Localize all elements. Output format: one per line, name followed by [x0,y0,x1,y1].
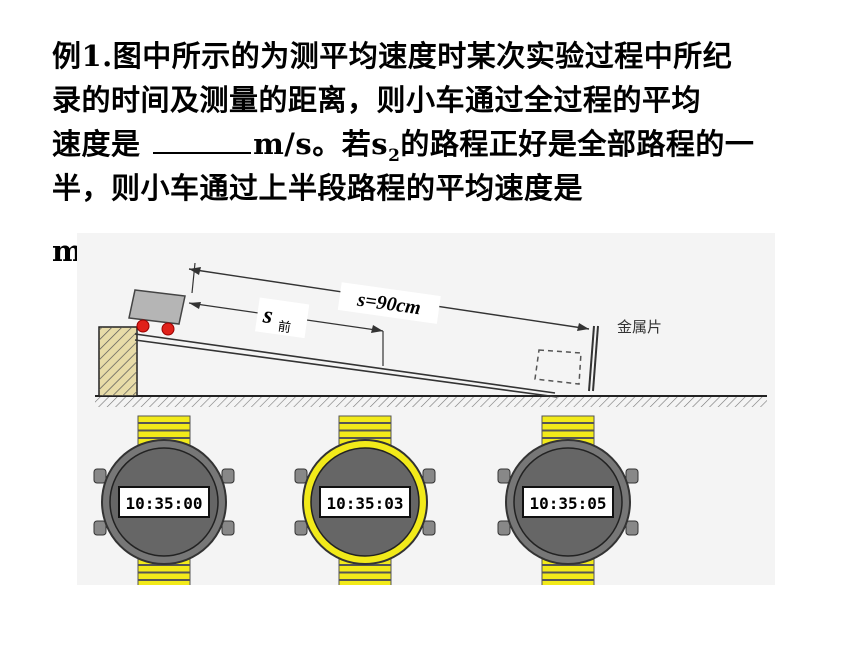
subscript: 2 [388,145,401,166]
watch-strap-segment [137,415,191,423]
watch-strap-segment [338,415,392,423]
cart [128,289,186,336]
watch-strap-segment [541,415,595,423]
text-segment: 的路程正好是全部路程的一 [400,127,755,161]
s-front-subscript: 前 [277,318,292,336]
watch-button [93,520,107,536]
stopwatch: 10:35:03 [294,415,436,585]
stopwatch: 10:35:05 [497,415,639,585]
watch-strap-segment [137,430,191,438]
watch-button [497,468,511,484]
watch-button [93,468,107,484]
watch-button [625,468,639,484]
watch-time: 10:35:03 [326,494,403,513]
question-line-2: 录的时间及测量的距离，则小车通过全过程的平均 [52,83,702,117]
s-front-label: s [261,302,275,329]
watch-strap-segment [137,423,191,431]
inclined-ramp [134,333,558,398]
watch-strap-segment [541,565,595,573]
stopwatch: 10:35:00 [93,415,235,585]
question-line-3: 速度是 m/s。若s2的路程正好是全部路程的一 [52,122,754,178]
watch-button [221,520,235,536]
watch-strap-segment [338,580,392,585]
watch-button [294,468,308,484]
watch-strap-segment [541,580,595,585]
watch-strap-segment [137,565,191,573]
watch-strap-segment [541,430,595,438]
metal-plate-label: 金属片 [617,318,662,336]
question-line-4: 半，则小车通过上半段路程的平均速度是 [52,171,584,205]
watch-display [319,486,411,518]
answer-blank-1[interactable] [153,126,252,154]
ghost-cart [534,349,582,385]
watch-time: 10:35:00 [125,494,202,513]
watch-strap-segment [541,423,595,431]
watch-button [221,468,235,484]
watch-strap-segment [137,580,191,585]
text-segment: 速度是 [52,127,141,161]
watch-strap-segment [338,565,392,573]
watch-display [522,486,614,518]
watch-strap-segment [137,572,191,580]
watch-button [294,520,308,536]
watch-button [497,520,511,536]
watch-strap-segment [338,423,392,431]
support-block [98,326,138,397]
stopwatch-row: 10:35:00 10:35:03 10:35:05 [93,415,639,585]
watch-button [422,520,436,536]
metal-plate [588,325,599,392]
watch-time: 10:35:05 [529,494,606,513]
ground [95,395,767,407]
watch-button [422,468,436,484]
watch-button [625,520,639,536]
watch-strap-segment [338,430,392,438]
text-segment: m/s。若s [253,127,389,161]
question-line-1: 例1.图中所示的为测平均速度时某次实验过程中所纪 [52,39,733,73]
watch-strap-segment [541,572,595,580]
s-front-label-group: s 前 [255,297,310,339]
watch-display [118,486,210,518]
watch-strap-segment [338,572,392,580]
